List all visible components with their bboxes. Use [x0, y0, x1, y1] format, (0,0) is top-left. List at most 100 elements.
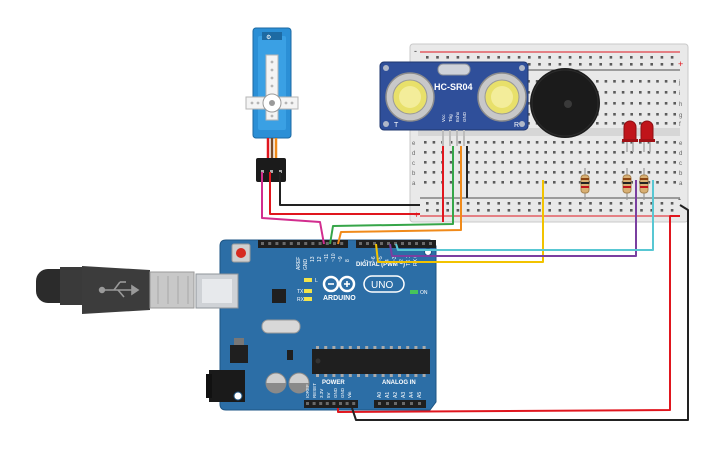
arduino-uno-board[interactable]: AREF GND 13 12 ~11 ~10 ~9 8 7 ~6 ~5 4 ~3… [195, 239, 437, 411]
row-letter: a [412, 181, 416, 187]
breadboard-hole [544, 161, 547, 164]
row-letter: j [678, 80, 680, 86]
breadboard-hole [660, 56, 664, 59]
header-pin [345, 402, 349, 405]
breadboard-hole [619, 202, 623, 205]
breadboard-hole [501, 141, 504, 144]
breadboard-hole [604, 141, 608, 144]
breadboard-hole [670, 202, 674, 205]
breadboard-hole [656, 181, 659, 184]
breadboard-hole [449, 161, 453, 164]
header-pin [387, 242, 390, 245]
rail-minus-bottom: - [678, 194, 681, 204]
breadboard-hole [484, 171, 487, 174]
pin-label: A0 [377, 392, 383, 398]
wire-servo-black [279, 172, 420, 206]
breadboard-hole [535, 80, 539, 83]
wires [261, 172, 689, 421]
chip-pin [332, 374, 336, 377]
breadboard-hole [596, 141, 599, 144]
chip-pin [365, 374, 369, 377]
breadboard-hole [544, 171, 547, 174]
piezo-buzzer[interactable] [530, 68, 600, 138]
breadboard-hole [630, 181, 633, 184]
breadboard-hole [475, 141, 479, 144]
breadboard-hole [518, 171, 522, 174]
breadboard-hole [458, 141, 461, 144]
breadboard-hole [656, 161, 659, 164]
chip-pin [332, 346, 336, 349]
breadboard-hole [630, 63, 633, 66]
breadboard-hole [621, 161, 625, 164]
breadboard-hole [589, 56, 592, 59]
breadboard-hole [621, 113, 625, 116]
breadboard-hole [650, 209, 653, 212]
resistors [580, 168, 649, 200]
breadboard-hole [599, 63, 602, 66]
pin-label: Vin [347, 391, 352, 398]
row-letter: i [679, 91, 680, 97]
breadboard-hole [604, 181, 608, 184]
header-pin [402, 402, 405, 405]
chip-pin [324, 346, 328, 349]
chip-pin [324, 374, 328, 377]
pin-label: 3.3V [319, 389, 324, 398]
breadboard-hole [613, 91, 616, 94]
breadboard-hole [587, 141, 590, 144]
breadboard-hole [497, 56, 500, 59]
breadboard-hole [535, 161, 539, 164]
on-label: ON [420, 290, 428, 296]
wire-servo-red [269, 172, 420, 215]
sensor-t-mark: T [394, 122, 399, 129]
breadboard-hole [630, 91, 633, 94]
header-pin [325, 402, 329, 405]
breadboard-hole [660, 63, 664, 66]
breadboard-hole [568, 63, 572, 66]
breadboard-hole [492, 141, 496, 144]
pin-label: A2 [393, 392, 399, 398]
breadboard-hole [424, 141, 427, 144]
breadboard-hole [548, 63, 551, 66]
breadboard-hole [424, 151, 427, 154]
breadboard-hole [426, 202, 429, 205]
breadboard-hole [656, 151, 659, 154]
header-pin [311, 242, 315, 245]
pin-label: A4 [409, 392, 415, 398]
breadboard-hole [561, 141, 565, 144]
breadboard-hole [475, 171, 479, 174]
header-pin [312, 402, 316, 405]
breadboard-hole [579, 202, 582, 205]
header-pin [352, 402, 356, 405]
breadboard-hole [544, 151, 547, 154]
breadboard-hole [630, 202, 633, 205]
breadboard-hole [647, 161, 651, 164]
breadboard-hole [517, 209, 521, 212]
led-left[interactable] [622, 120, 638, 152]
resistor-icon[interactable] [639, 168, 649, 200]
chip-pin [406, 346, 410, 349]
chip-pin [373, 374, 377, 377]
row-letter: c [679, 161, 682, 167]
header-pin [366, 242, 369, 245]
chip-pin [398, 346, 401, 349]
breadboard-hole [538, 63, 541, 66]
breadboard-hole [670, 56, 674, 59]
breadboard-hole [630, 113, 633, 116]
breadboard-hole [647, 141, 651, 144]
resistor-icon[interactable] [622, 168, 632, 200]
breadboard-hole [664, 91, 668, 94]
breadboard-hole [535, 171, 539, 174]
ultrasonic-sensor[interactable]: HC-SR04 T R Vcc Trig Echo GND [379, 61, 529, 146]
breadboard-hole [475, 161, 479, 164]
row-letter: f [679, 122, 681, 128]
breadboard-hole [604, 102, 608, 105]
breadboard-hole [449, 151, 453, 154]
chip-pin [348, 374, 352, 377]
breadboard-hole [517, 56, 521, 59]
servo-motor[interactable]: ⚙ [245, 27, 299, 182]
led-right[interactable] [639, 120, 655, 152]
breadboard-hole [432, 151, 436, 154]
resistor-icon[interactable] [580, 168, 590, 200]
breadboard-hole [538, 209, 541, 212]
breadboard-hole [528, 209, 531, 212]
